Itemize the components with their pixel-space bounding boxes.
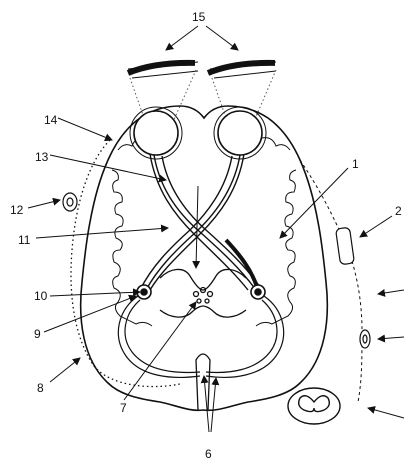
left-eye	[130, 107, 182, 159]
label-8: 8	[37, 382, 44, 394]
label-2: 2	[395, 205, 402, 217]
brain-outline	[81, 106, 328, 410]
label-14: 14	[44, 114, 57, 126]
cortex-gyri-right	[256, 170, 296, 326]
spinal-cord-section	[288, 388, 340, 424]
peripheral-dashed-pathway	[300, 160, 362, 402]
label-13: 13	[35, 151, 48, 163]
visual-field-arcs	[128, 62, 278, 78]
label-12: 12	[10, 204, 23, 216]
label-6: 6	[205, 448, 212, 460]
optic-nerves-and-tracts	[140, 154, 262, 290]
midbrain	[160, 269, 246, 317]
label-15: 15	[192, 11, 205, 23]
label-1: 1	[352, 158, 359, 170]
label-10: 10	[34, 290, 47, 302]
occipital-fissure	[196, 354, 210, 410]
label-7: 7	[120, 402, 127, 414]
right-eye	[214, 107, 266, 159]
optic-radiations	[118, 296, 283, 377]
label-9: 9	[34, 328, 41, 340]
label-11: 11	[18, 234, 30, 246]
